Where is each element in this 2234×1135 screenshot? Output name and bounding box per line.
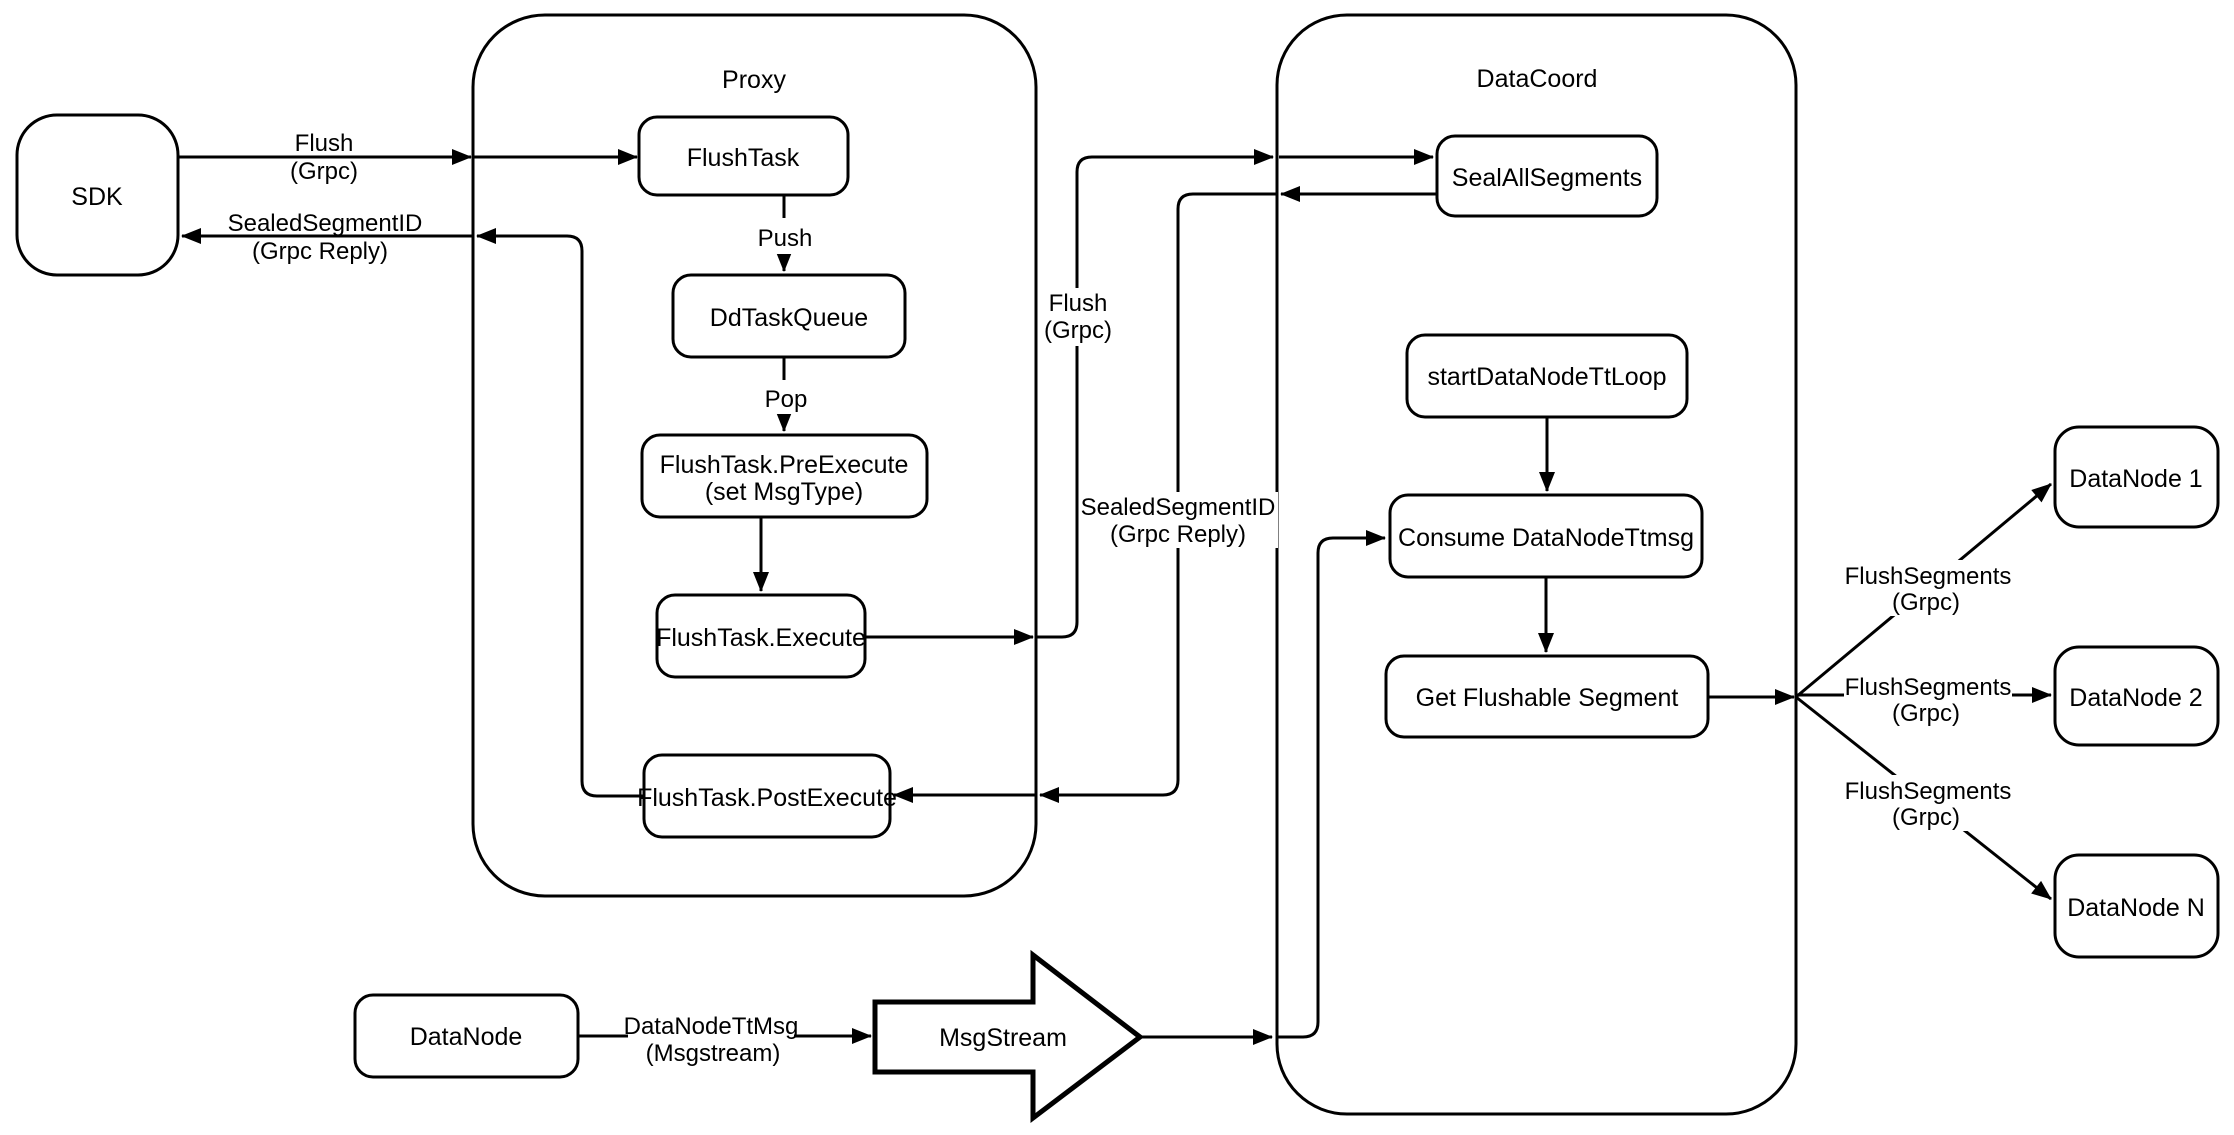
sdk-node (15, 113, 180, 277)
flushsegments1-label-line1: FlushSegments (1845, 563, 2012, 590)
flushsegments3-label-bg (1844, 775, 2012, 831)
execute-label: FlushTask.Execute (656, 624, 866, 652)
datanoden-node (2053, 853, 2220, 959)
flushsegments2-label-line1: FlushSegments (1845, 674, 2012, 701)
getflushablesegment-label: Get Flushable Segment (1416, 684, 1679, 712)
datanode1-label: DataNode 1 (2069, 465, 2202, 493)
flushsegments2-label-bg (1844, 672, 2012, 726)
edge-flush-to-datacoordedge (1037, 149, 1274, 639)
flush-sdk-label-line1: Flush (295, 130, 354, 157)
ddtaskqueue-label: DdTaskQueue (710, 304, 868, 332)
sdk-label: SDK (71, 183, 123, 211)
flushtask-node (637, 115, 850, 197)
sealed-mid-label-bg (1080, 492, 1278, 548)
flushsegments3-label-line1: FlushSegments (1845, 778, 2012, 805)
flushsegments2-label-line2: (Grpc) (1892, 700, 1960, 727)
preexecute-label-line2: (set MsgType) (705, 478, 863, 506)
sealallsegments-label: SealAllSegments (1452, 164, 1642, 192)
ttmsg-label-line1: DataNodeTtMsg (624, 1013, 799, 1040)
flushsegments1-label-line2: (Grpc) (1892, 589, 1960, 616)
flush-sdk-label-line2: (Grpc) (290, 158, 358, 185)
datacoord-title: DataCoord (1477, 65, 1598, 93)
pop-label: Pop (765, 386, 808, 413)
datanode-source-node (353, 993, 580, 1079)
postexecute-node (642, 753, 892, 839)
preexecute-label-line1: FlushTask.PreExecute (660, 451, 909, 479)
datanode1-node (2053, 425, 2220, 529)
sealed-sdk-label-line1: SealedSegmentID (228, 210, 423, 237)
flushsegments3-label-line2: (Grpc) (1892, 804, 1960, 831)
flushtask-label: FlushTask (687, 144, 800, 172)
flushsegments1-label-bg (1844, 560, 2012, 616)
pop-label-bg (761, 380, 811, 414)
ddtaskqueue-node (671, 273, 907, 359)
flush-mid-label-bg (1038, 288, 1118, 346)
datacoord-container (1275, 13, 1798, 1116)
push-label-bg (756, 218, 814, 254)
sealallsegments-node (1435, 134, 1659, 218)
ttmsg-label-line2: (Msgstream) (646, 1040, 781, 1067)
startdatanodettloop-label: startDataNodeTtLoop (1427, 363, 1666, 391)
sealed-sdk-label-line2: (Grpc Reply) (252, 238, 388, 265)
flush-mid-label-line2: (Grpc) (1044, 317, 1112, 344)
sealed-mid-label-line1: SealedSegmentID (1081, 494, 1276, 521)
msgstream-shape (872, 949, 1145, 1124)
flush-mid-label-line1: Flush (1049, 290, 1108, 317)
consumedatanodettmsg-label: Consume DataNodeTtmsg (1398, 524, 1694, 552)
sealed-mid-label-line2: (Grpc Reply) (1110, 521, 1246, 548)
datanoden-label: DataNode N (2067, 894, 2205, 922)
preexecute-node (640, 433, 929, 519)
consumedatanodettmsg-node (1388, 493, 1704, 579)
datanode2-node (2053, 645, 2220, 747)
ttmsg-label-bg (628, 1010, 794, 1068)
datanode2-label: DataNode 2 (2069, 684, 2202, 712)
postexecute-label: FlushTask.PostExecute (637, 784, 897, 812)
edge-postexecute-to-proxyedge (476, 228, 644, 798)
startdatanodettloop-node (1405, 333, 1689, 419)
datanode-source-label: DataNode (410, 1023, 523, 1051)
execute-node (655, 593, 867, 679)
push-label: Push (758, 225, 813, 252)
edge-msgstream-to-consume (1277, 530, 1386, 1039)
proxy-title: Proxy (722, 66, 786, 94)
getflushablesegment-node (1384, 654, 1710, 739)
proxy-container (471, 13, 1038, 898)
msgstream-label: MsgStream (939, 1024, 1067, 1052)
